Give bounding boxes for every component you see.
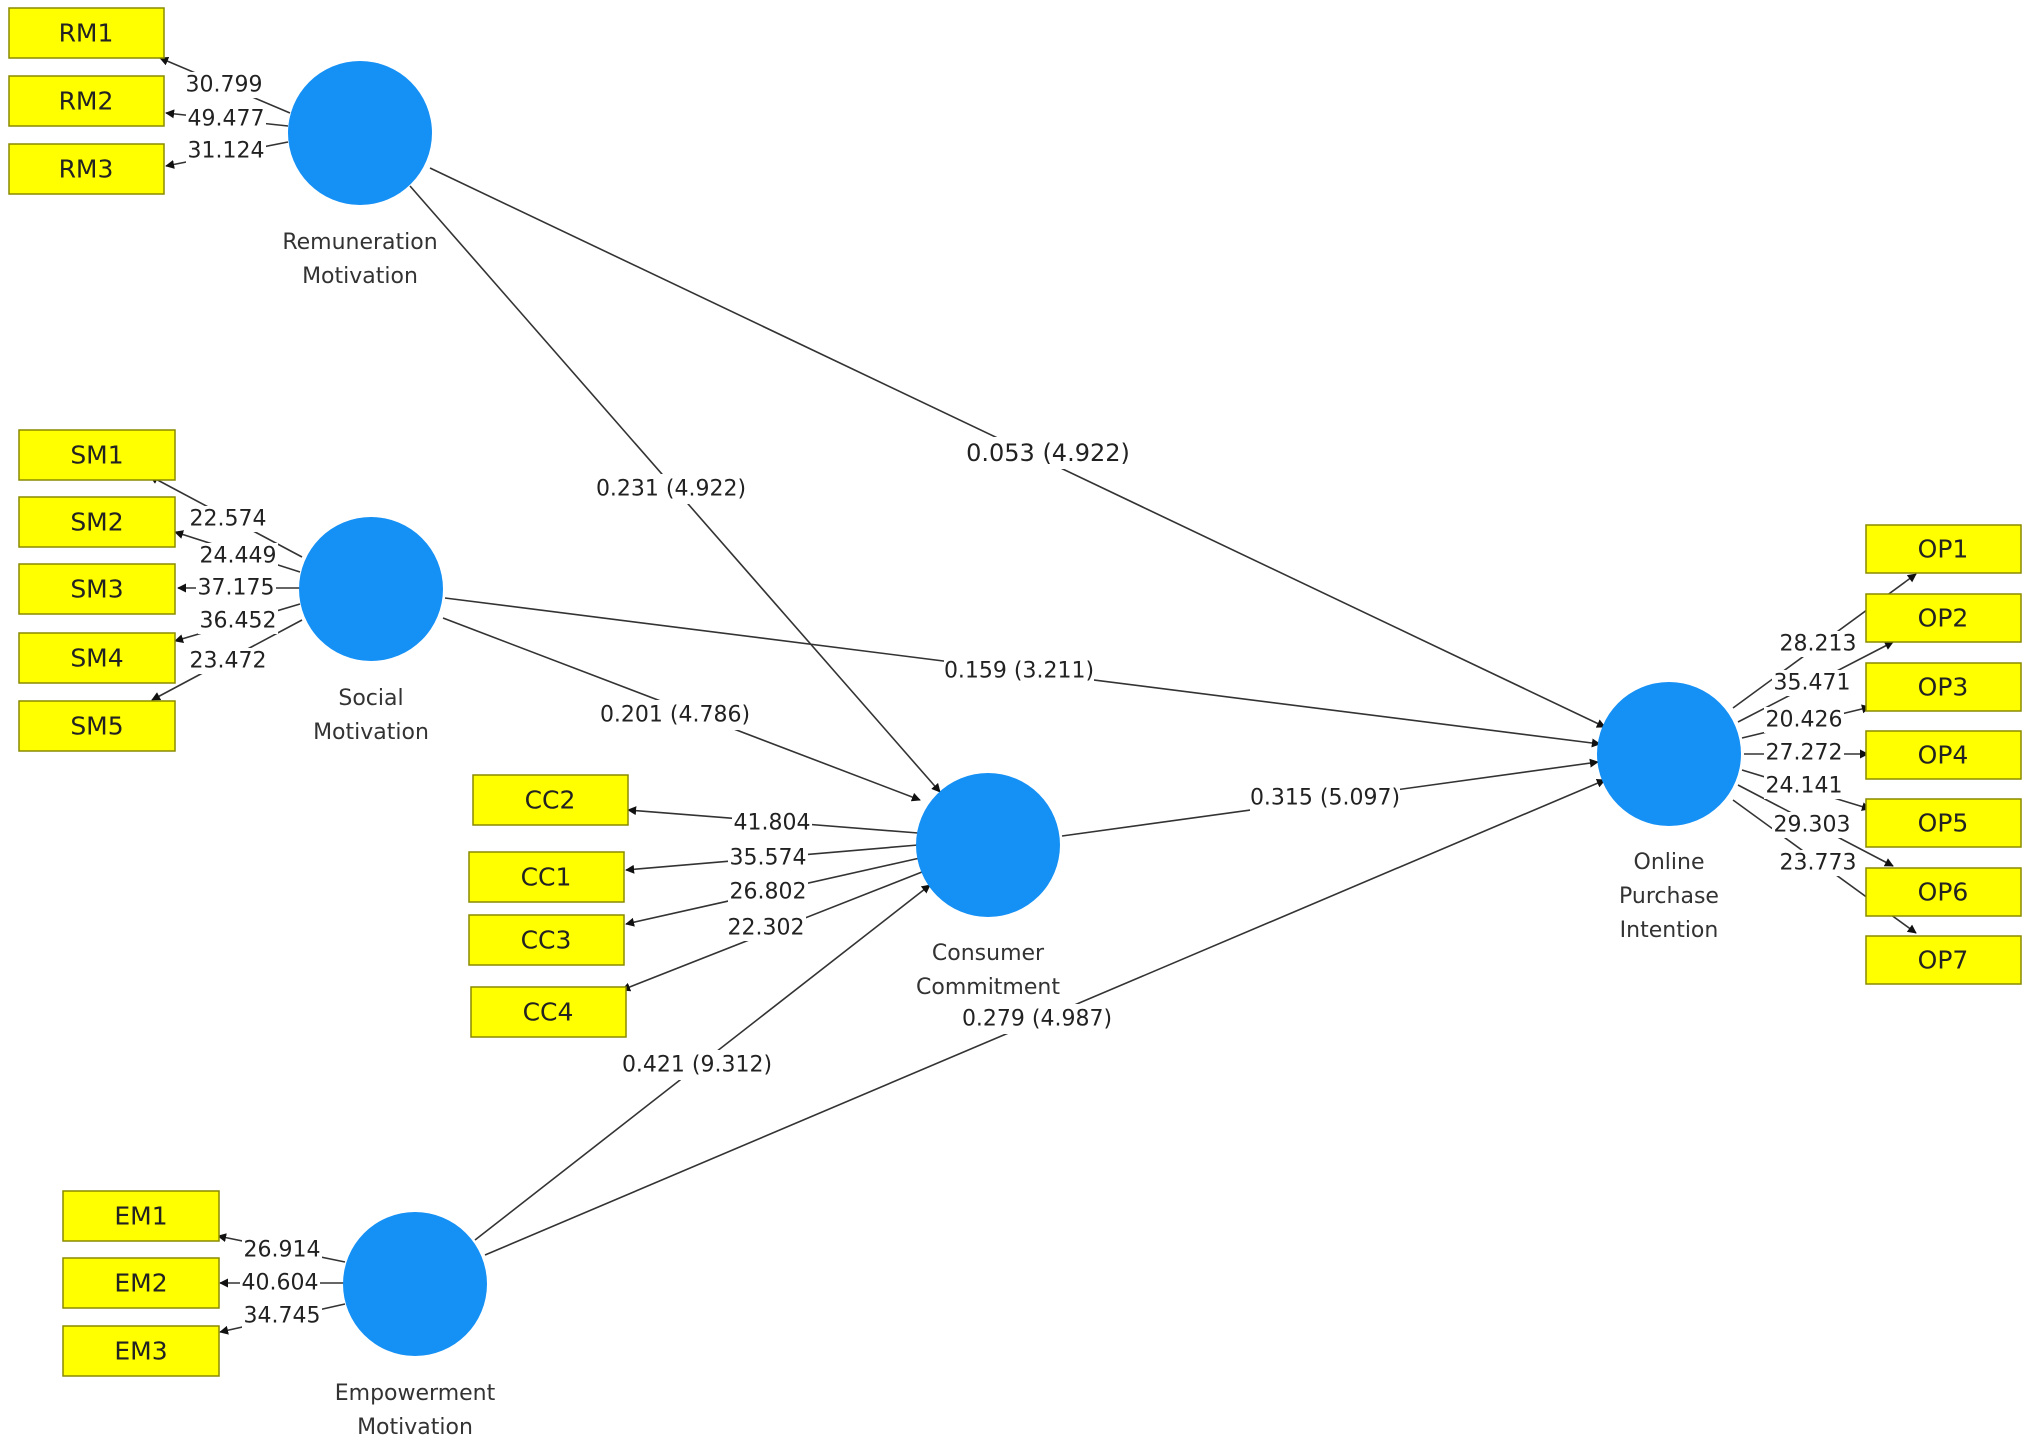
indicator-rm1[interactable] [8, 7, 165, 59]
path-label-em-op: 0.279 (4.987) [962, 1007, 1112, 1032]
indicator-cc4[interactable] [470, 986, 627, 1038]
loading-em1: 26.914 [244, 1238, 321, 1263]
latent-em-label-line1: Empowerment [335, 1381, 496, 1406]
loading-op1: 28.213 [1780, 632, 1857, 657]
latent-rm-label-line2: Motivation [302, 264, 418, 289]
indicator-op4-label: OP4 [1918, 741, 1969, 770]
indicator-sm5-label: SM5 [70, 712, 123, 741]
loading-op5: 24.141 [1766, 774, 1843, 799]
latent-sm-label-line2: Motivation [313, 720, 429, 745]
indicator-op1-label: OP1 [1918, 535, 1969, 564]
latent-op-label-line1: Online [1634, 850, 1705, 875]
indicator-sm3-label: SM3 [70, 575, 123, 604]
loading-op6: 29.303 [1774, 813, 1851, 838]
indicator-op3[interactable] [1865, 662, 2022, 712]
indicator-rm3[interactable] [8, 143, 165, 195]
loading-em3: 34.745 [244, 1304, 321, 1329]
indicator-rm3-label: RM3 [59, 155, 114, 184]
indicator-op4[interactable] [1865, 730, 2022, 780]
indicator-cc1-label: CC1 [521, 863, 572, 892]
op-block: 28.213 35.471 20.426 27.272 24.141 29.30… [1597, 524, 2022, 985]
indicator-sm3[interactable] [18, 563, 176, 615]
path-label-sm-cc: 0.201 (4.786) [600, 703, 750, 728]
loading-cc4: 22.302 [728, 916, 805, 941]
latent-op-label-line2: Purchase [1619, 884, 1719, 909]
loading-op7: 23.773 [1780, 851, 1857, 876]
latent-remuneration-motivation[interactable] [288, 61, 432, 205]
latent-cc-label-line1: Consumer [932, 941, 1045, 966]
path-labels: 0.053 (4.922) 0.231 (4.922) 0.159 (3.211… [596, 437, 1400, 1080]
indicator-cc3[interactable] [468, 914, 625, 966]
path-label-sm-op: 0.159 (3.211) [944, 659, 1094, 684]
latent-sm-label-line1: Social [338, 686, 403, 711]
indicator-sm4-label: SM4 [70, 644, 123, 673]
latent-op-label-line3: Intention [1620, 918, 1719, 943]
sm-block: 22.574 24.449 37.175 36.452 23.472 SM1 S… [18, 429, 443, 752]
indicator-em1[interactable] [62, 1190, 220, 1242]
indicator-em3[interactable] [62, 1325, 220, 1377]
indicator-op6-label: OP6 [1918, 878, 1969, 907]
em-block: 26.914 40.604 34.745 EM1 EM2 EM3 Empower… [62, 1190, 496, 1440]
indicator-em1-label: EM1 [114, 1202, 167, 1231]
indicator-sm5[interactable] [18, 700, 176, 752]
loading-sm5: 23.472 [190, 649, 267, 674]
loading-rm3: 31.124 [188, 139, 265, 164]
indicator-sm2[interactable] [18, 496, 176, 548]
loading-em2: 40.604 [242, 1271, 319, 1296]
indicator-op2-label: OP2 [1918, 604, 1969, 633]
loading-rm2: 49.477 [188, 107, 265, 132]
indicator-op5[interactable] [1865, 798, 2022, 848]
latent-rm-label-line1: Remuneration [282, 230, 437, 255]
latent-empowerment-motivation[interactable] [343, 1212, 487, 1356]
indicator-op6[interactable] [1865, 867, 2022, 917]
loading-sm2: 24.449 [200, 544, 277, 569]
indicator-sm1-label: SM1 [70, 441, 123, 470]
rm-block: 30.799 49.477 31.124 RM1 RM2 RM3 Remuner… [8, 7, 438, 289]
indicator-op2[interactable] [1865, 593, 2022, 643]
indicator-op7[interactable] [1865, 935, 2022, 985]
latent-consumer-commitment[interactable] [916, 773, 1060, 917]
cc-block: 41.804 35.574 26.802 22.302 CC2 CC1 CC3 … [468, 773, 1060, 1038]
indicator-em3-label: EM3 [114, 1337, 167, 1366]
loading-op4: 27.272 [1766, 741, 1843, 766]
indicator-rm2[interactable] [8, 75, 165, 127]
indicator-rm1-label: RM1 [59, 19, 114, 48]
indicator-cc3-label: CC3 [521, 926, 572, 955]
indicator-op3-label: OP3 [1918, 673, 1969, 702]
loading-cc3: 26.802 [730, 880, 807, 905]
loading-sm3: 37.175 [198, 576, 275, 601]
latent-cc-label-line2: Commitment [916, 975, 1060, 1000]
indicator-cc4-label: CC4 [523, 998, 574, 1027]
latent-online-purchase-intention[interactable] [1597, 682, 1741, 826]
loading-op3: 20.426 [1766, 708, 1843, 733]
loading-cc2: 41.804 [734, 811, 811, 836]
indicator-sm4[interactable] [18, 632, 176, 684]
latent-em-label-line2: Motivation [357, 1415, 473, 1440]
path-label-rm-cc: 0.231 (4.922) [596, 477, 746, 502]
indicator-cc2[interactable] [472, 774, 629, 826]
indicator-em2-label: EM2 [114, 1269, 167, 1298]
indicator-sm1[interactable] [18, 429, 176, 481]
structural-paths [409, 167, 1606, 1256]
indicator-rm2-label: RM2 [59, 87, 114, 116]
indicator-cc2-label: CC2 [525, 786, 576, 815]
indicator-op5-label: OP5 [1918, 809, 1969, 838]
loading-sm1: 22.574 [190, 507, 267, 532]
indicator-sm2-label: SM2 [70, 508, 123, 537]
loading-cc1: 35.574 [730, 846, 807, 871]
path-label-rm-op: 0.053 (4.922) [966, 439, 1130, 467]
indicator-cc1[interactable] [468, 851, 625, 903]
loading-rm1: 30.799 [186, 73, 263, 98]
indicator-op1[interactable] [1865, 524, 2022, 574]
loading-op2: 35.471 [1774, 671, 1851, 696]
indicator-op7-label: OP7 [1918, 946, 1969, 975]
latent-social-motivation[interactable] [299, 517, 443, 661]
loading-sm4: 36.452 [200, 609, 277, 634]
path-label-em-cc: 0.421 (9.312) [622, 1053, 772, 1078]
indicator-em2[interactable] [62, 1257, 220, 1309]
path-label-cc-op: 0.315 (5.097) [1250, 786, 1400, 811]
